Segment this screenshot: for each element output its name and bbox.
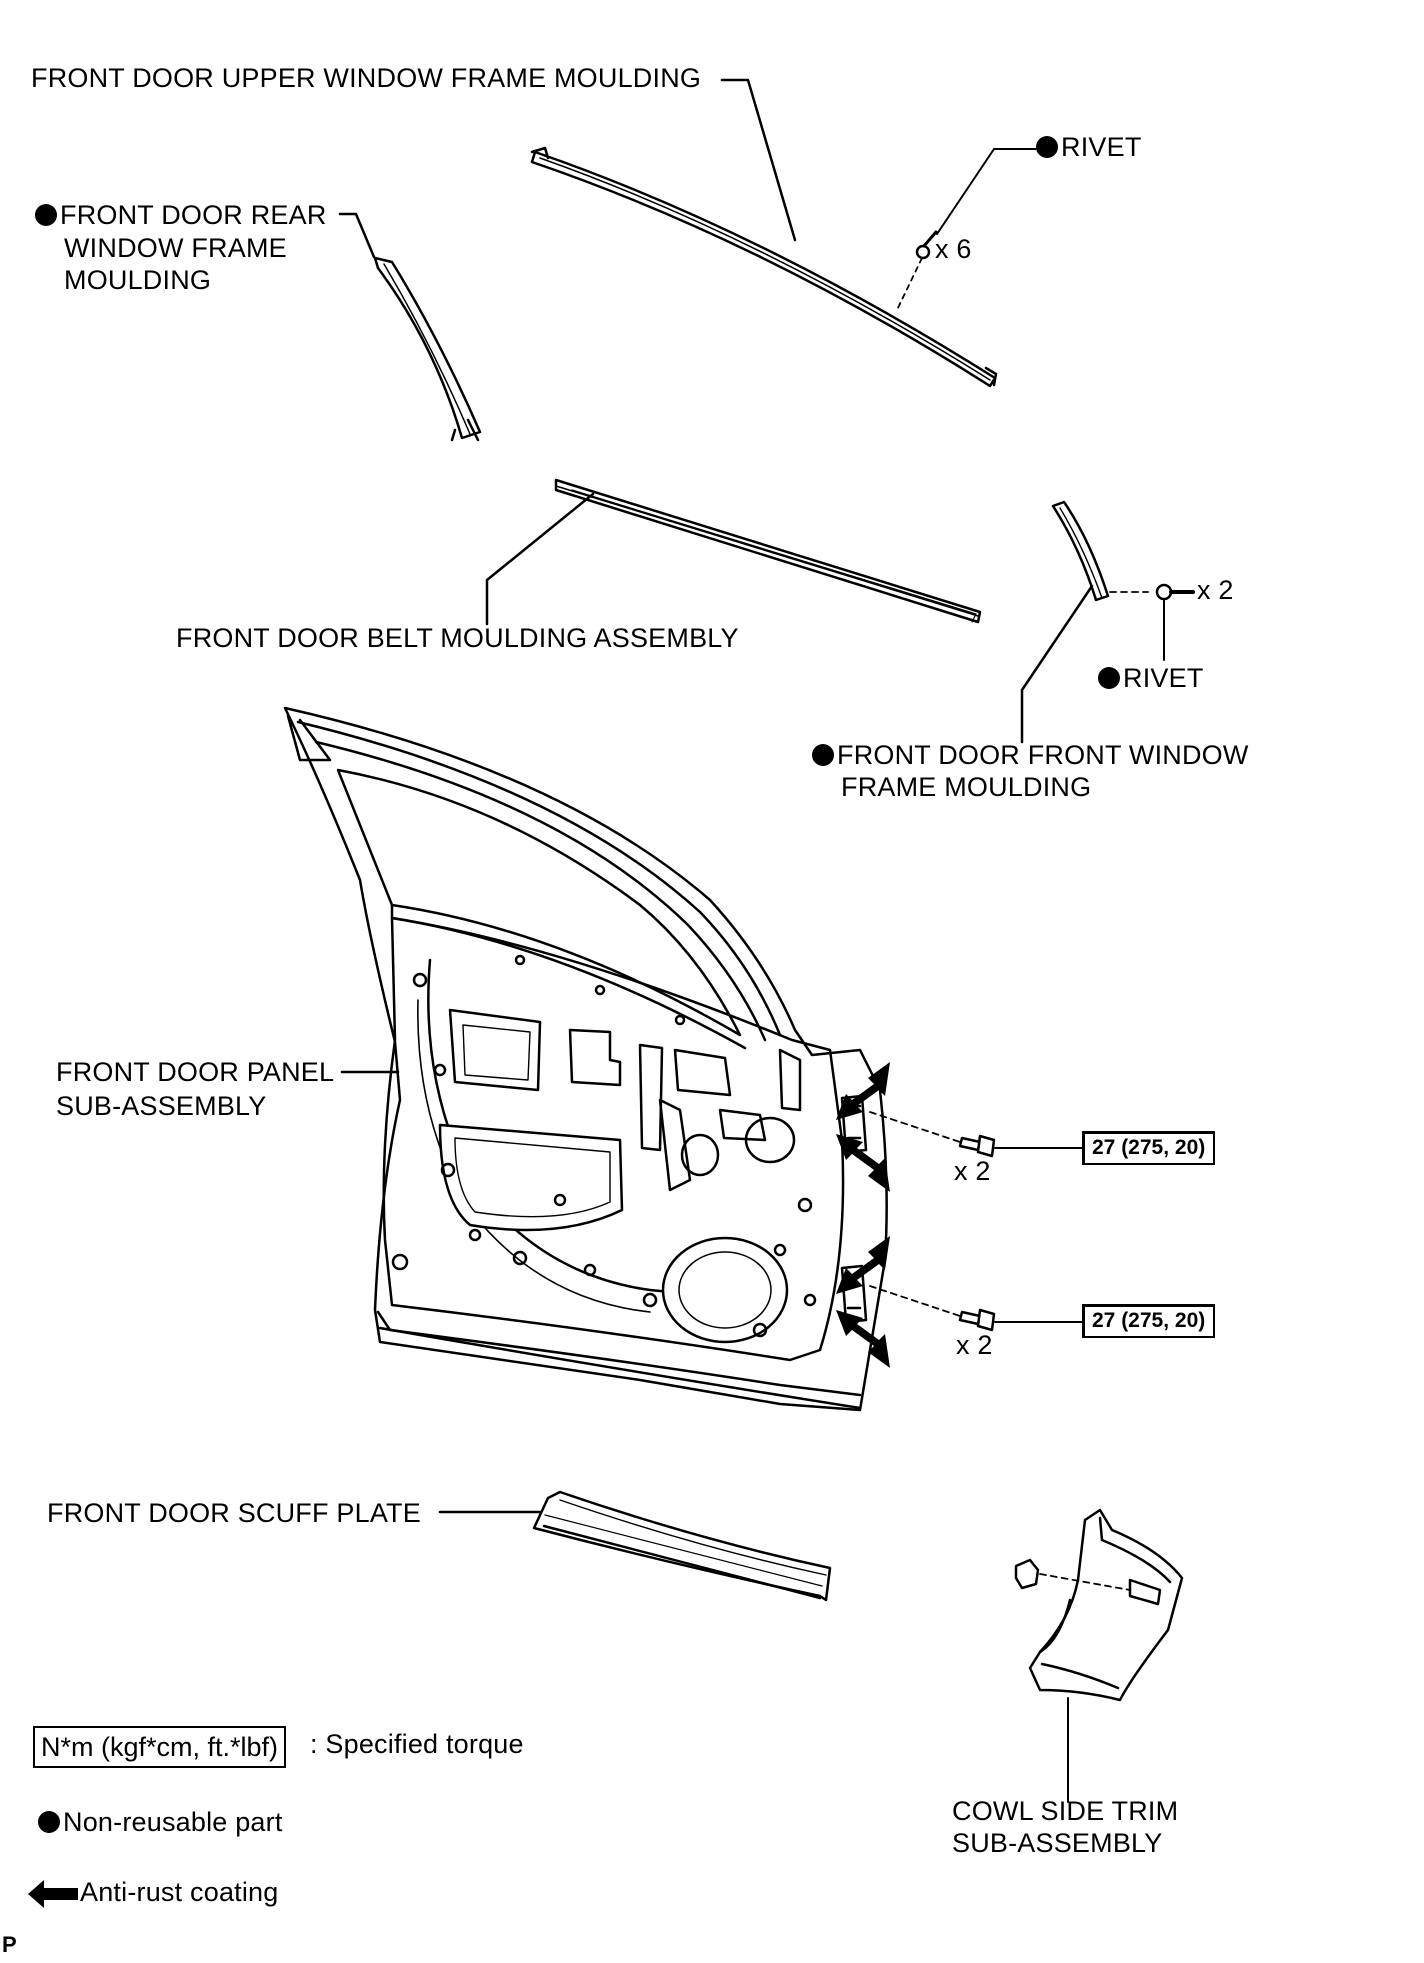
rivet-front-qty: x 2 bbox=[1197, 575, 1234, 605]
front-window-frame-moulding-part bbox=[1051, 500, 1110, 602]
anti-rust-arrow-icon bbox=[836, 1134, 890, 1192]
rivet-top-qty: x 6 bbox=[935, 234, 972, 264]
door-panel-part bbox=[283, 706, 888, 1412]
anti-rust-arrows bbox=[836, 1062, 890, 1368]
front-moulding-label-line1: FRONT DOOR FRONT WINDOW bbox=[812, 739, 1249, 772]
rear-moulding-leader bbox=[338, 212, 376, 259]
front-moulding-text-1: FRONT DOOR FRONT WINDOW bbox=[837, 740, 1249, 770]
upper-window-frame-moulding-part bbox=[530, 146, 998, 388]
non-reusable-dot-icon bbox=[1098, 667, 1120, 689]
filled-circle-icon bbox=[38, 1811, 60, 1833]
belt-moulding-label: FRONT DOOR BELT MOULDING ASSEMBLY bbox=[176, 623, 739, 653]
non-reusable-dot-icon bbox=[35, 204, 57, 226]
door-panel-label-line2: SUB-ASSEMBLY bbox=[56, 1091, 267, 1121]
rear-moulding-text-1: FRONT DOOR REAR bbox=[60, 200, 327, 230]
rear-moulding-label-line1: FRONT DOOR REAR bbox=[35, 199, 327, 232]
hinge-bolt-lower-part bbox=[869, 1285, 1083, 1332]
rivet-top-label: RIVET bbox=[1036, 131, 1142, 164]
rear-window-frame-moulding-part bbox=[373, 256, 482, 442]
bolt-lower-qty: x 2 bbox=[956, 1330, 993, 1360]
upper-moulding-leader bbox=[720, 78, 797, 242]
legend-torque-desc: : Specified torque bbox=[310, 1729, 524, 1759]
anti-rust-arrow-icon bbox=[836, 1236, 890, 1294]
cowl-side-trim-part bbox=[1028, 1508, 1184, 1803]
hinge-bolt-upper-part bbox=[869, 1111, 1083, 1158]
rivet-top-part bbox=[895, 148, 1041, 313]
legend-anti-rust: Anti-rust coating bbox=[80, 1877, 279, 1907]
page-marker: P bbox=[2, 1932, 17, 1957]
torque-box-upper-hinge: 27 (275, 20) bbox=[1082, 1131, 1216, 1165]
belt-moulding-part bbox=[554, 478, 982, 624]
scuff-plate-label: FRONT DOOR SCUFF PLATE bbox=[47, 1498, 421, 1528]
legend-non-reusable-text: Non-reusable part bbox=[63, 1807, 283, 1837]
door-panel-label-line1: FRONT DOOR PANEL bbox=[56, 1057, 335, 1087]
cowl-nut-part bbox=[1014, 1558, 1131, 1591]
scuff-plate-part bbox=[532, 1490, 832, 1602]
thick-arrow-icon bbox=[28, 1880, 78, 1908]
rear-moulding-label-line3: MOULDING bbox=[64, 265, 212, 295]
legend-torque-unit: N*m (kgf*cm, ft.*lbf) bbox=[33, 1726, 287, 1768]
front-moulding-leader bbox=[1020, 584, 1094, 744]
belt-moulding-leader bbox=[485, 492, 595, 626]
bolt-upper-qty: x 2 bbox=[954, 1156, 991, 1186]
cowl-trim-label-line1: COWL SIDE TRIM bbox=[952, 1796, 1179, 1826]
cowl-trim-label-line2: SUB-ASSEMBLY bbox=[952, 1828, 1163, 1858]
rivet-front-part bbox=[1155, 583, 1195, 661]
anti-rust-arrow-icon bbox=[836, 1062, 890, 1120]
upper-moulding-label: FRONT DOOR UPPER WINDOW FRAME MOULDING bbox=[31, 63, 702, 93]
torque-box-lower-hinge: 27 (275, 20) bbox=[1082, 1304, 1216, 1338]
rivet-top-text: RIVET bbox=[1061, 132, 1142, 162]
non-reusable-dot-icon bbox=[812, 744, 834, 766]
front-moulding-label-line2: FRAME MOULDING bbox=[841, 772, 1092, 802]
anti-rust-arrow-icon bbox=[836, 1310, 890, 1368]
rivet-front-label: RIVET bbox=[1098, 662, 1204, 695]
legend-non-reusable: Non-reusable part bbox=[38, 1806, 283, 1839]
rivet-front-text: RIVET bbox=[1123, 663, 1204, 693]
non-reusable-dot-icon bbox=[1036, 136, 1058, 158]
rear-moulding-label-line2: WINDOW FRAME bbox=[64, 233, 287, 263]
